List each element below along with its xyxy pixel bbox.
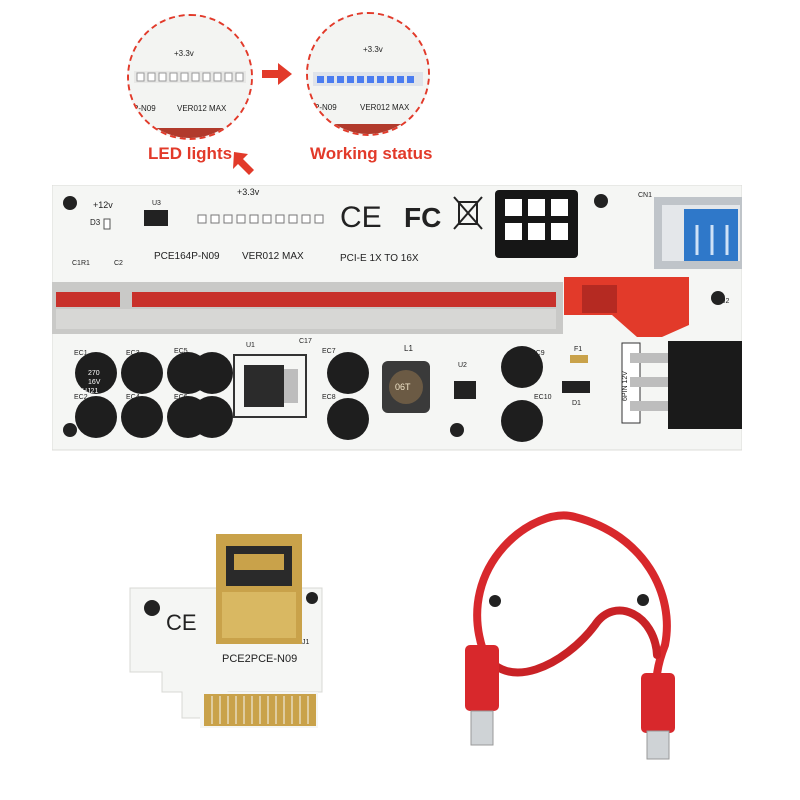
usb-plug-right: [641, 673, 675, 760]
f1-label: F1: [574, 346, 582, 353]
f1-fuse: [570, 355, 588, 363]
led-lights-label: LED lights: [148, 144, 233, 163]
u3-label: U3: [152, 200, 161, 207]
usb3-cable: [465, 511, 675, 760]
ec1-label: EC1: [74, 350, 88, 357]
capacitor-text: 270: [88, 370, 100, 377]
ec9-label: EC9: [531, 350, 545, 357]
pcie-type-label: PCI-E 1X TO 16X: [340, 253, 419, 264]
l1-label: L1: [404, 344, 413, 353]
adapter-ce-icon: CE: [166, 610, 197, 635]
adapter-mount-hole: [306, 592, 318, 604]
capacitor-group-left: [75, 352, 233, 438]
usb-plug-left: [465, 645, 499, 746]
c2-label: C2: [114, 260, 123, 267]
right-arrow-icon: [262, 63, 292, 85]
fc-mark-icon: FC: [404, 202, 441, 233]
ec10-label: EC10: [534, 394, 552, 401]
ec3-label: EC3: [126, 350, 140, 357]
mount-hole: [63, 196, 77, 210]
led-zoom-image: +3.3v P-N09 VER012 MAX: [129, 16, 251, 138]
ferrite-bead: [489, 595, 501, 607]
ec7-label: EC7: [322, 348, 336, 355]
u2-label: U2: [458, 362, 467, 369]
voltage-12-label: +12v: [93, 200, 113, 210]
usb3-port: [654, 197, 742, 269]
working-zoom-circle: +3.3v P-N09 VER012 MAX: [306, 12, 430, 136]
l1-inductor: [382, 361, 430, 413]
pcie-x1-gold-fingers: [200, 692, 318, 728]
adapter-model-label: PCE2PCE-N09: [222, 653, 297, 665]
riser-board: +12v D3 U3 +3.3v PCE164P-N09 VER012 MAX …: [52, 185, 742, 451]
mount-hole: [63, 423, 77, 437]
adapter-usb3-port: [216, 534, 302, 644]
d3-label: D3: [90, 218, 101, 227]
cn1-label: CN1: [638, 192, 652, 199]
led-array: [197, 214, 324, 224]
up-left-arrow-icon: [233, 152, 254, 175]
capacitor-group-middle: [327, 352, 369, 440]
voltage-33-label: +3.3v: [237, 187, 260, 197]
riser-version-label: VER012 MAX: [242, 251, 304, 262]
riser-model-label: PCE164P-N09: [154, 251, 220, 262]
led-zoom-circle: +3.3v P-N09 VER012 MAX: [127, 14, 253, 140]
pcie-x16-slot: [52, 282, 563, 334]
u2-chip: [454, 381, 476, 399]
ec6-label: EC6: [174, 394, 188, 401]
inductor-mark: 06T: [395, 382, 411, 392]
c1r1-label: C1R1: [72, 260, 90, 267]
mount-hole: [711, 291, 725, 305]
ec4-label: EC4: [126, 394, 140, 401]
capacitor-text: HJ21: [82, 388, 98, 395]
adapter-board: CE J1 PCE2PCE-N09: [129, 534, 323, 728]
ce-mark-icon: CE: [340, 201, 382, 234]
zoom-model-right: VER012 MAX: [177, 104, 227, 113]
capacitor-group-right: [501, 346, 543, 442]
u1-label: U1: [246, 342, 255, 349]
working-voltage-label: +3.3v: [363, 45, 383, 54]
working-status-label: Working status: [310, 144, 433, 163]
power-connector-label: 6PIN 12V: [622, 371, 629, 401]
c17-label: C17: [299, 338, 312, 345]
led-row-off: [134, 71, 246, 83]
adapter-mount-hole: [144, 600, 160, 616]
j1-label: J1: [302, 639, 310, 646]
side-power-connector: [621, 341, 742, 429]
pcie-slot-latch: [564, 277, 689, 337]
ec2-label: EC2: [74, 394, 88, 401]
ferrite-bead: [637, 594, 649, 606]
six-pin-connector: [495, 190, 578, 258]
working-model-left: P-N09: [314, 103, 337, 112]
mount-hole: [450, 423, 464, 437]
u1-regulator: [233, 354, 307, 418]
ec8-label: EC8: [322, 394, 336, 401]
d1-diode: [562, 381, 590, 393]
capacitor-text: 16V: [88, 379, 101, 386]
led-row-on: [313, 72, 423, 86]
working-zoom-image: +3.3v P-N09 VER012 MAX: [308, 14, 428, 134]
mount-hole: [594, 194, 608, 208]
zoom-voltage-label: +3.3v: [174, 49, 194, 58]
working-model-right: VER012 MAX: [360, 103, 410, 112]
j2-label: J2: [722, 298, 730, 305]
ec5-label: EC5: [174, 348, 188, 355]
weee-bin-icon: [453, 196, 483, 230]
d1-label: D1: [572, 400, 581, 407]
u3-chip: [144, 210, 168, 226]
zoom-model-left: P-N09: [133, 104, 156, 113]
